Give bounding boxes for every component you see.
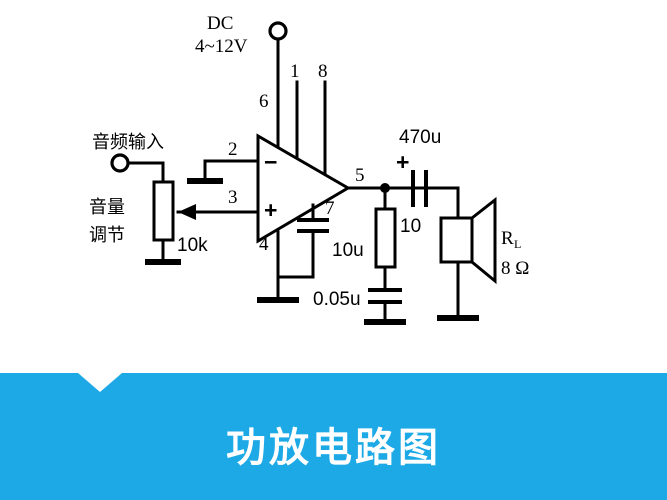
cap-bypass-value-label: 10u: [332, 240, 364, 261]
opamp-noninverting-sign: +: [264, 197, 277, 223]
cap-output-polarity-label: +: [396, 149, 409, 175]
speaker-impedance-label: 8 Ω: [501, 258, 529, 279]
cap-output-value-label: 470u: [399, 127, 441, 148]
speaker-symbol: [437, 196, 497, 321]
pin2-branch: [187, 159, 260, 184]
pin-1-label: 1: [290, 61, 300, 82]
opamp-inverting-sign: −: [264, 149, 277, 175]
speaker-body: [439, 216, 474, 264]
pin-3-label: 3: [228, 187, 238, 208]
cap-bypass-branch: [276, 203, 329, 279]
potentiometer-symbol: [145, 180, 181, 265]
pin-7-label: 7: [325, 198, 335, 219]
cap-zobel-value-label: 0.05u: [313, 289, 361, 310]
speaker-name-label: R: [501, 228, 514, 249]
pot-body: [152, 180, 175, 242]
pin-2-label: 2: [228, 139, 238, 160]
pin-4-label: 4: [259, 234, 269, 255]
banner-notch-icon: [78, 373, 122, 392]
circuit-schematic: DC 4~12V 6 1 8 − + 2: [89, 13, 529, 325]
wire-audio-input: [126, 161, 165, 184]
pin-6-label: 6: [259, 91, 269, 112]
wire-cap-bypass-bottom: [276, 229, 315, 279]
pin-8-label: 8: [318, 61, 328, 82]
speaker-cone: [470, 196, 497, 285]
audio-input-terminal-icon: [110, 153, 130, 173]
speaker-subscript-label: L: [514, 237, 521, 251]
audio-input-label: 音频输入: [92, 132, 164, 153]
pot-value-label: 10k: [177, 235, 208, 256]
schematic-svg: DC 4~12V 6 1 8 − + 2: [89, 13, 529, 325]
res-zobel-value-label: 10: [400, 216, 421, 237]
supply-terminal-icon: [268, 21, 288, 41]
supply-range-label: 4~12V: [195, 36, 248, 57]
wire-pin2: [203, 159, 260, 183]
supply-name-label: DC: [207, 13, 233, 34]
res-zobel-body: [374, 207, 397, 269]
banner-title-text: 功放电路图: [226, 424, 441, 471]
opamp-symbol: − +: [256, 133, 351, 244]
pin4-branch: [257, 230, 299, 303]
opamp-triangle: [256, 133, 351, 244]
audio-input-branch: [110, 153, 165, 184]
pin3-branch: [176, 204, 260, 220]
title-banner: 功放电路图: [0, 373, 667, 500]
pin-5-label: 5: [355, 165, 365, 186]
pot-wiper-arrow-icon: [178, 204, 196, 220]
volume-label-line1: 音量: [89, 197, 125, 218]
zobel-branch: [364, 186, 406, 325]
volume-label-line2: 调节: [89, 225, 125, 246]
